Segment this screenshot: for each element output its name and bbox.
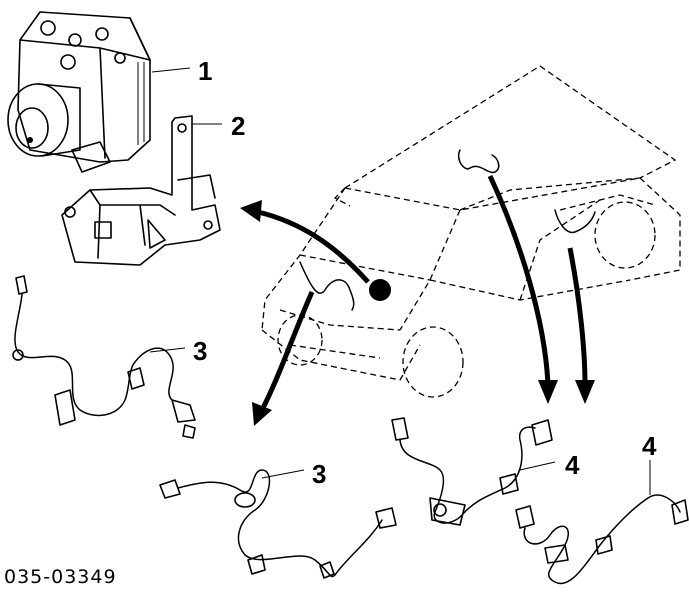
leader-lines (149, 67, 651, 495)
diagram-code: 035-03349 (4, 566, 117, 588)
vehicle-sensor-wiring (299, 149, 596, 311)
pointer-arrows (240, 174, 595, 426)
callout-3-front-left: 3 (193, 336, 207, 366)
callout-4-rear-right: 4 (642, 431, 657, 461)
abs-bracket (61, 115, 221, 266)
abs-hydraulic-unit (7, 11, 151, 173)
front-wheel-sensor-right (159, 469, 397, 579)
front-wheel-sensor-left (12, 275, 196, 439)
rear-wheel-sensor-left (391, 417, 553, 526)
callout-2: 2 (231, 111, 245, 141)
vehicle-outline (261, 65, 681, 398)
callout-4-rear-left: 4 (565, 450, 580, 480)
callout-1: 1 (198, 56, 212, 86)
callout-3-front-right: 3 (312, 459, 326, 489)
rear-wheel-sensor-right (515, 494, 689, 585)
